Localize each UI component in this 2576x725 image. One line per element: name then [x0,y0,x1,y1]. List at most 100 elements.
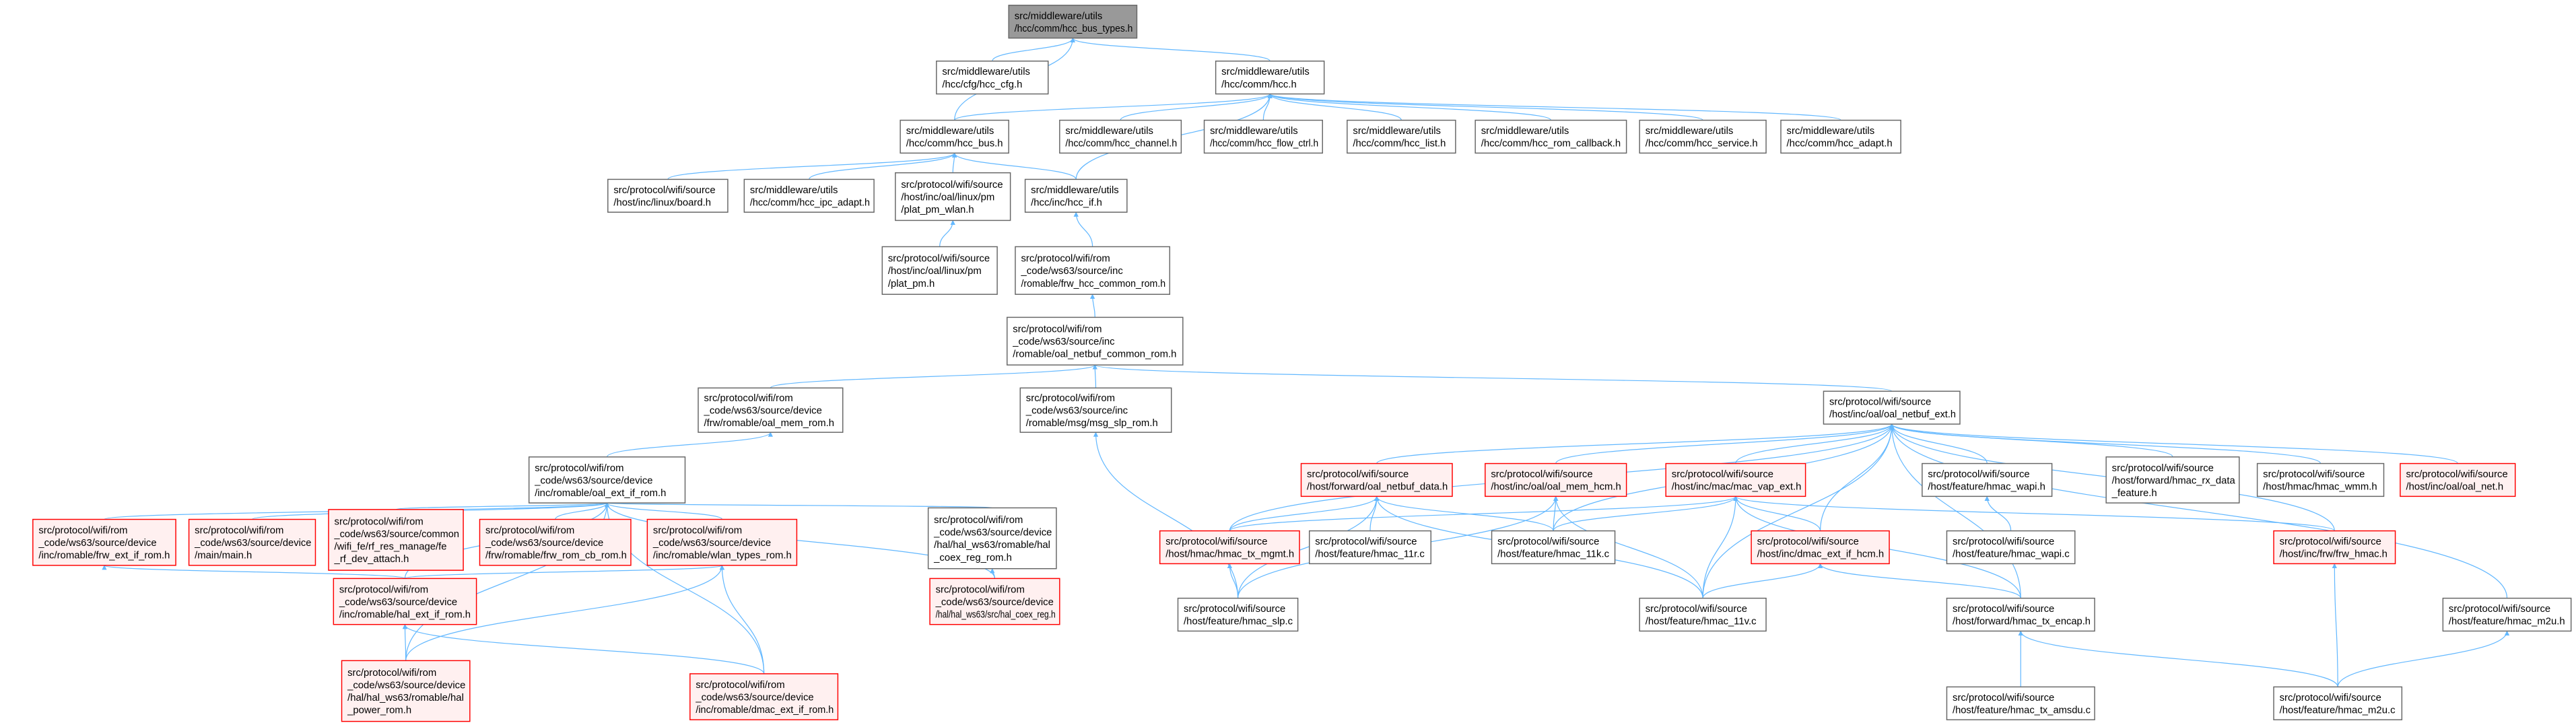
node-label-line: src/middleware/utils [1353,126,1441,137]
node-hcc_list[interactable]: src/middleware/utils/hcc/comm/hcc_list.h [1347,119,1456,154]
node-hmac_tx_mgmt[interactable]: src/protocol/wifi/source/host/hmac/hmac_… [1159,530,1300,565]
node-hmac_m2u_c[interactable]: src/protocol/wifi/source/host/feature/hm… [2273,686,2403,720]
node-hmac_11k[interactable]: src/protocol/wifi/source/host/feature/hm… [1491,530,1616,565]
node-hcc_channel[interactable]: src/middleware/utils/hcc/comm/hcc_channe… [1059,119,1182,154]
node-hmac_m2u_h[interactable]: src/protocol/wifi/source/host/feature/hm… [2442,597,2572,632]
node-box [32,518,176,566]
node-box [689,673,839,720]
node-box [1665,462,1806,497]
edge-hmac_11v-to-dmac_ext_if_hcm [1702,563,1823,598]
node-board[interactable]: src/protocol/wifi/source/host/inc/linux/… [607,178,728,213]
edge-hmac_m2u_h-to-oal_netbuf_ext [1889,423,2508,598]
node-hal_power_rom[interactable]: src/protocol/wifi/rom_code/ws63/source/d… [341,660,471,722]
edge-mac_vap_ext-to-oal_netbuf_ext [1735,423,1895,464]
node-label-line: /host/inc/oal/oal_netbuf_ext.h [1829,409,1956,420]
node-label-line: /host/feature/hmac_11v.c [1646,617,1757,627]
node-label-line: /frw/romable/oal_mem_rom.h [704,418,834,429]
node-label-line: _rf_dev_attach.h [334,554,409,565]
node-box [333,578,477,625]
node-hal_ext_if_rom[interactable]: src/protocol/wifi/rom_code/ws63/source/d… [333,578,477,625]
node-main[interactable]: src/protocol/wifi/rom_code/ws63/source/d… [188,518,316,566]
node-hmac_wapi_c[interactable]: src/protocol/wifi/source/host/feature/hm… [1946,530,2076,565]
node-hcc[interactable]: src/middleware/utils/hcc/comm/hcc.h [1215,61,1325,95]
node-mac_vap_ext[interactable]: src/protocol/wifi/source/host/inc/mac/ma… [1665,462,1806,497]
edge-dmac_ext_if_hcm-to-mac_vap_ext [1733,495,1821,531]
node-oal_netbuf_data[interactable]: src/protocol/wifi/source/host/forward/oa… [1300,462,1453,497]
edge-hmac_tx_encap-to-dmac_ext_if_hcm [1817,563,2021,598]
node-frw_hcc_common_rom[interactable]: src/protocol/wifi/rom_code/ws63/source/i… [1015,246,1171,295]
node-oal_netbuf_ext[interactable]: src/protocol/wifi/source/host/inc/oal/oa… [1823,390,1961,425]
node-hmac_11v[interactable]: src/protocol/wifi/source/host/feature/hm… [1639,597,1767,632]
node-oal_mem_hcm[interactable]: src/protocol/wifi/source/host/inc/oal/oa… [1485,462,1627,497]
node-box [2105,456,2240,504]
node-hmac_rx_data_feature[interactable]: src/protocol/wifi/source/host/forward/hm… [2105,456,2240,504]
node-plat_pm[interactable]: src/protocol/wifi/source/host/inc/oal/li… [881,246,998,295]
node-box [1059,119,1182,154]
node-hal_coex_reg[interactable]: src/protocol/wifi/rom_code/ws63/source/d… [929,578,1060,625]
node-hmac_tx_amsdu[interactable]: src/protocol/wifi/source/host/feature/hm… [1946,686,2095,720]
node-frw_rom_cb_rom[interactable]: src/protocol/wifi/rom_code/ws63/source/d… [479,518,632,566]
node-label-line: /romable/msg/msg_slp_rom.h [1026,418,1158,429]
node-label-line: /romable/frw_hcc_common_rom.h [1021,279,1165,289]
node-box [607,178,728,213]
node-label-line: _code/ws63/source/device [38,538,156,549]
edge-hmac_wapi_c-to-hmac_wapi_h [1984,495,2012,531]
node-label-line: src/protocol/wifi/source [1165,537,1267,547]
edge-hcc_service-to-hcc [1267,93,1703,121]
node-msg_slp_rom[interactable]: src/protocol/wifi/rom_code/ws63/source/i… [1019,387,1172,433]
node-hal_coex_reg_rom[interactable]: src/protocol/wifi/rom_code/ws63/source/d… [927,507,1057,569]
node-label-line: src/protocol/wifi/source [2263,469,2365,480]
node-hcc_cfg[interactable]: src/middleware/utils/hcc/cfg/hcc_cfg.h [936,61,1049,95]
edge-hcc_if-to-hcc_bus [952,152,1077,180]
node-label-line: src/protocol/wifi/source [2112,463,2214,474]
node-hcc_flow_ctrl[interactable]: src/middleware/utils/hcc/comm/hcc_flow_c… [1203,119,1323,154]
node-plat_pm_wlan[interactable]: src/protocol/wifi/source/host/inc/oal/li… [895,172,1011,221]
node-label-line: /hcc/comm/hcc.h [1221,79,1297,90]
node-box [646,518,798,566]
node-label-line: /hcc/cfg/hcc_cfg.h [942,79,1022,90]
node-oal_net[interactable]: src/protocol/wifi/source/host/inc/oal/oa… [2400,462,2516,497]
edge-hcc-to-root [1070,37,1270,62]
node-hcc_if[interactable]: src/middleware/utils/hcc/inc/hcc_if.h [1024,178,1128,213]
node-dmac_ext_if_rom[interactable]: src/protocol/wifi/rom_code/ws63/source/d… [689,673,839,720]
node-label-line: src/protocol/wifi/source [1829,397,1931,408]
node-hcc_adapt[interactable]: src/middleware/utils/hcc/comm/hcc_adapt.… [1780,119,1901,154]
node-frw_hmac[interactable]: src/protocol/wifi/source/host/inc/frw/fr… [2273,530,2396,565]
edge-hmac_slp-to-msg_slp_rom [1093,431,1239,598]
node-label-line: src/protocol/wifi/rom [347,668,436,679]
edge-hmac_11v-to-oal_netbuf_ext [1702,423,1895,598]
node-label-line: /inc/romable/hal_ext_if_rom.h [339,609,471,620]
node-label-line: /hcc/comm/hcc_bus_types.h [1015,24,1133,34]
node-oal_ext_if_rom[interactable]: src/protocol/wifi/rom_code/ws63/source/d… [528,456,686,504]
node-frw_ext_if_rom[interactable]: src/protocol/wifi/rom_code/ws63/source/d… [32,518,176,566]
node-hmac_11r[interactable]: src/protocol/wifi/source/host/feature/hm… [1308,530,1432,565]
node-hmac_wmm[interactable]: src/protocol/wifi/source/host/hmac/hmac_… [2256,462,2385,497]
node-label-line: src/middleware/utils [1015,11,1103,22]
node-label-line: /host/hmac/hmac_tx_mgmt.h [1165,549,1294,560]
node-label-line: /plat_pm.h [888,279,935,289]
node-label-line: /inc/romable/frw_ext_if_rom.h [38,551,170,561]
node-hmac_wapi_h[interactable]: src/protocol/wifi/source/host/feature/hm… [1922,462,2053,497]
node-wlan_types_rom[interactable]: src/protocol/wifi/rom_code/ws63/source/d… [646,518,798,566]
node-label-line: src/protocol/wifi/source [1646,604,1747,615]
node-hcc_bus[interactable]: src/middleware/utils/hcc/comm/hcc_bus.h [900,119,1009,154]
node-label-line: src/protocol/wifi/rom [339,584,428,595]
node-hcc_ipc_adapt[interactable]: src/middleware/utils/hcc/comm/hcc_ipc_ad… [743,178,875,213]
node-root[interactable]: src/middleware/utils/hcc/comm/hcc_bus_ty… [1008,5,1138,39]
node-rf_dev_attach[interactable]: src/protocol/wifi/rom_code/ws63/source/c… [328,509,464,571]
node-label-line: src/protocol/wifi/source [1491,469,1592,480]
node-box [479,518,632,566]
node-box [528,456,686,504]
node-label-line: src/protocol/wifi/rom [1026,393,1115,404]
node-oal_netbuf_common_rom[interactable]: src/protocol/wifi/rom_code/ws63/source/i… [1007,316,1184,366]
node-hcc_service[interactable]: src/middleware/utils/hcc/comm/hcc_servic… [1639,119,1767,154]
node-hcc_rom_callback[interactable]: src/middleware/utils/hcc/comm/hcc_rom_ca… [1475,119,1627,154]
node-hmac_slp[interactable]: src/protocol/wifi/source/host/feature/hm… [1177,597,1299,632]
node-dmac_ext_if_hcm[interactable]: src/protocol/wifi/source/host/inc/dmac_e… [1751,530,1890,565]
node-label-line: /plat_pm_wlan.h [901,205,974,215]
node-oal_mem_rom[interactable]: src/protocol/wifi/rom_code/ws63/source/d… [698,387,844,433]
node-hmac_tx_encap[interactable]: src/protocol/wifi/source/host/forward/hm… [1946,597,2095,632]
node-label-line: src/middleware/utils [1221,67,1310,77]
edge-oal_netbuf_data-to-oal_netbuf_ext [1376,423,1895,464]
edge-hmac_wapi_h-to-oal_netbuf_ext [1889,423,1988,464]
